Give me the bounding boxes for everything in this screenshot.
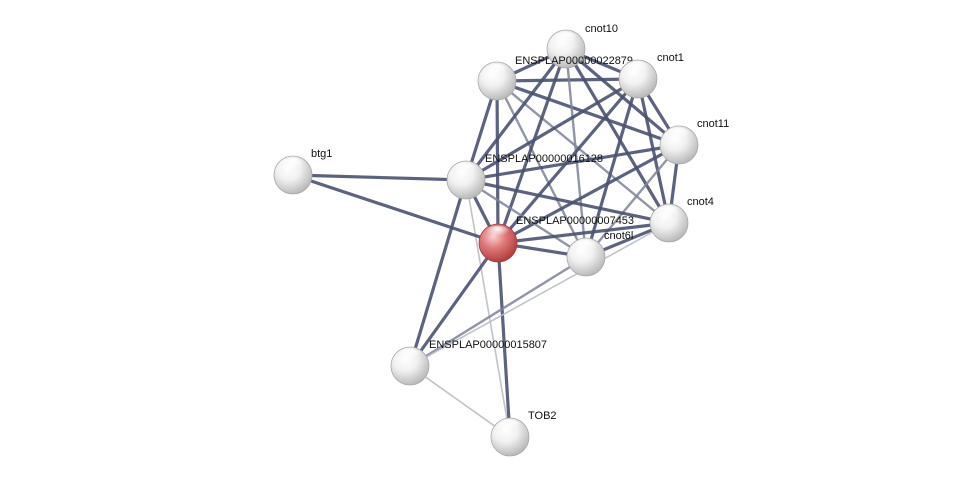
edge-ENSPLAP00000007453-ENSPLAP00000015807[interactable] [408, 241, 500, 368]
edge-cnot1-cnot6l[interactable] [584, 77, 640, 259]
node-label-cnot1: cnot1 [657, 52, 684, 64]
node-highlight-ENSPLAP00000015807 [398, 349, 422, 363]
edge-cnot1-ENSPLAP00000016128[interactable] [464, 77, 640, 182]
node-ENSPLAP00000015807[interactable]: ENSPLAP00000015807 [390, 339, 547, 386]
edge-ENSPLAP00000022879-cnot4[interactable] [495, 79, 671, 225]
node-label-cnot4: cnot4 [687, 196, 714, 208]
node-highlight-TOB2 [498, 420, 522, 434]
edge-ENSPLAP00000007453-cnot4[interactable] [496, 221, 671, 245]
edge-cnot11-cnot6l[interactable] [584, 143, 681, 259]
edge-cnot10-ENSPLAP00000007453[interactable] [496, 47, 568, 245]
edge-ENSPLAP00000022879-cnot1[interactable] [495, 77, 640, 83]
edge-cnot10-cnot4[interactable] [564, 47, 671, 225]
node-label-ENSPLAP00000015807: ENSPLAP00000015807 [429, 339, 547, 351]
node-label-cnot11: cnot11 [697, 118, 729, 130]
node-TOB2[interactable]: TOB2 [490, 410, 557, 457]
node-cnot10[interactable]: cnot10 [546, 23, 618, 69]
node-label-TOB2: TOB2 [528, 410, 557, 422]
node-btg1[interactable]: btg1 [273, 148, 332, 195]
edge-cnot1-cnot4[interactable] [636, 77, 671, 225]
edge-cnot4-ENSPLAP00000015807[interactable] [409, 222, 670, 367]
node-highlight-btg1 [281, 158, 305, 172]
node-highlight-cnot10 [554, 32, 578, 46]
edge-ENSPLAP00000016128-btg1[interactable] [291, 173, 468, 182]
node-label-btg1: btg1 [311, 148, 332, 160]
node-highlight-cnot11 [667, 128, 691, 142]
node-cnot6l[interactable]: cnot6l [566, 230, 633, 277]
edge-ENSPLAP00000015807-TOB2[interactable] [409, 365, 511, 438]
node-label-cnot10: cnot10 [585, 23, 618, 35]
edge-ENSPLAP00000016128-cnot4[interactable] [464, 178, 671, 225]
node-cnot4[interactable]: cnot4 [649, 196, 714, 243]
edge-cnot10-ENSPLAP00000016128[interactable] [464, 47, 568, 182]
node-label-ENSPLAP00000022879: ENSPLAP00000022879 [515, 55, 633, 67]
edge-cnot11-ENSPLAP00000007453[interactable] [496, 143, 681, 245]
node-label-cnot6l: cnot6l [604, 230, 633, 242]
node-highlight-cnot1 [626, 62, 650, 76]
edge-ENSPLAP00000007453-TOB2[interactable] [496, 241, 512, 439]
edge-ENSPLAP00000016128-TOB2[interactable] [465, 179, 511, 438]
edge-ENSPLAP00000016128-ENSPLAP00000015807[interactable] [408, 178, 468, 368]
edge-ENSPLAP00000016128-cnot6l[interactable] [464, 178, 588, 259]
edge-cnot6l-ENSPLAP00000015807[interactable] [408, 255, 588, 368]
node-label-ENSPLAP00000007453: ENSPLAP00000007453 [516, 215, 634, 227]
edge-cnot11-ENSPLAP00000016128[interactable] [464, 143, 681, 182]
node-cnot1[interactable]: cnot1 [618, 52, 684, 99]
edge-btg1-ENSPLAP00000007453[interactable] [291, 173, 500, 245]
node-cnot11[interactable]: cnot11 [659, 118, 729, 165]
node-highlight-ENSPLAP00000007453 [486, 226, 510, 240]
node-ENSPLAP00000022879[interactable]: ENSPLAP00000022879 [477, 55, 633, 101]
node-ENSPLAP00000016128[interactable]: ENSPLAP00000016128 [446, 153, 603, 200]
node-highlight-cnot4 [657, 206, 681, 220]
node-highlight-ENSPLAP00000016128 [454, 163, 478, 177]
node-highlight-ENSPLAP00000022879 [485, 64, 509, 78]
node-label-ENSPLAP00000016128: ENSPLAP00000016128 [485, 153, 603, 165]
node-ENSPLAP00000007453[interactable]: ENSPLAP00000007453 [478, 215, 634, 263]
node-highlight-cnot6l [574, 240, 598, 254]
